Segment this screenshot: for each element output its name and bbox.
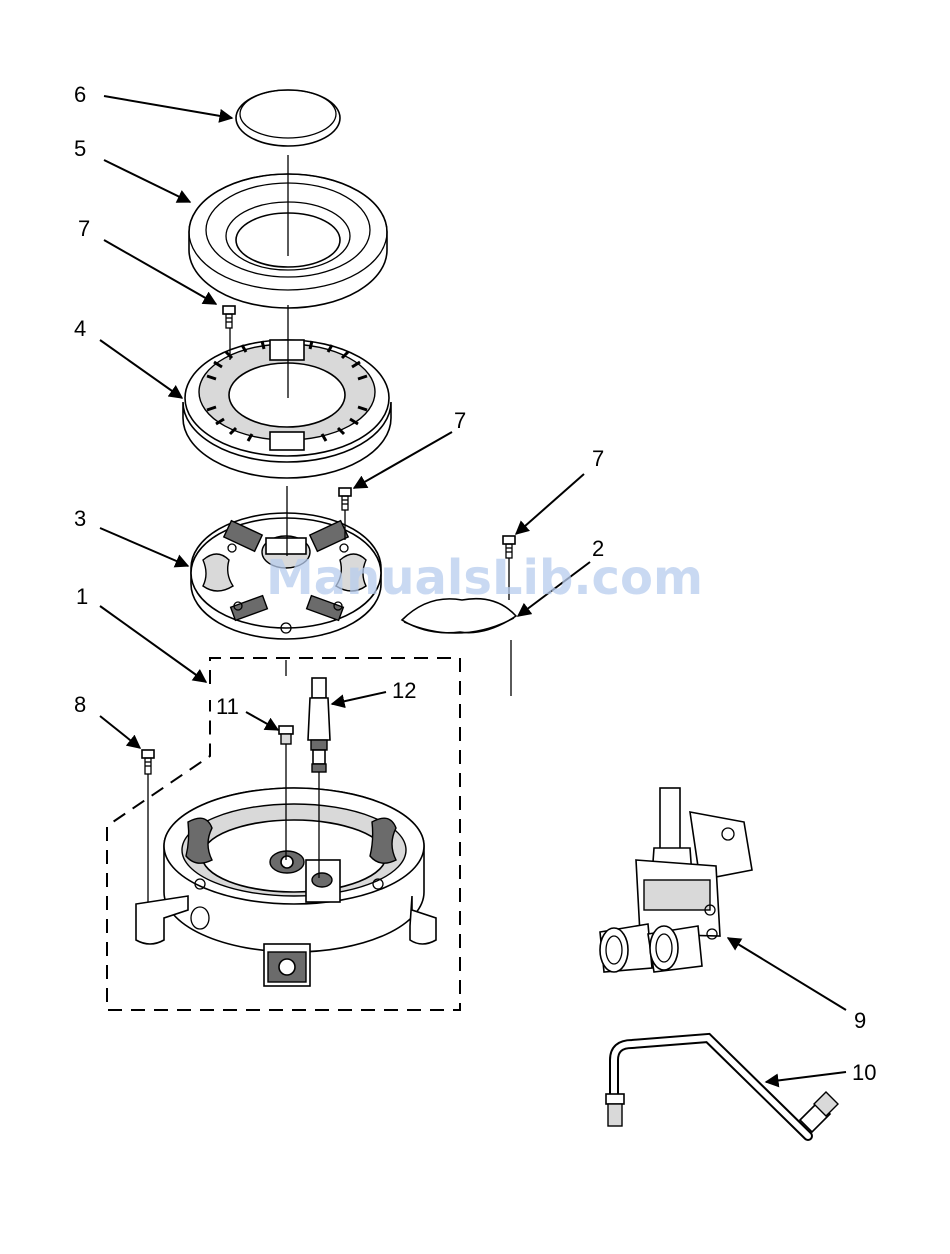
callout-3: 3 — [74, 506, 86, 531]
callout-10: 10 — [852, 1060, 876, 1085]
callout-7-middle: 7 — [454, 408, 466, 433]
part-9-gas-valve — [600, 788, 752, 972]
part-12-electrode — [308, 678, 330, 772]
callout-6: 6 — [74, 82, 86, 107]
part-7-screw-b — [339, 488, 351, 510]
callout-7-top: 7 — [78, 216, 90, 241]
watermark-text: ManualsLib.com — [266, 550, 703, 606]
callout-8: 8 — [74, 692, 86, 717]
part-8-screw — [142, 750, 154, 774]
callout-9: 9 — [854, 1008, 866, 1033]
part-4-burner-head — [183, 340, 391, 478]
callout-11: 11 — [216, 694, 239, 719]
callout-12: 12 — [392, 678, 416, 703]
part-11-orifice — [279, 726, 293, 744]
callout-4: 4 — [74, 316, 86, 341]
part-6-burner-cap — [236, 90, 340, 146]
callout-1: 1 — [76, 584, 88, 609]
part-7-screw-a — [223, 306, 235, 328]
callout-7-right: 7 — [592, 446, 604, 471]
part-10-gas-tube — [606, 1038, 838, 1136]
callout-5: 5 — [74, 136, 86, 161]
